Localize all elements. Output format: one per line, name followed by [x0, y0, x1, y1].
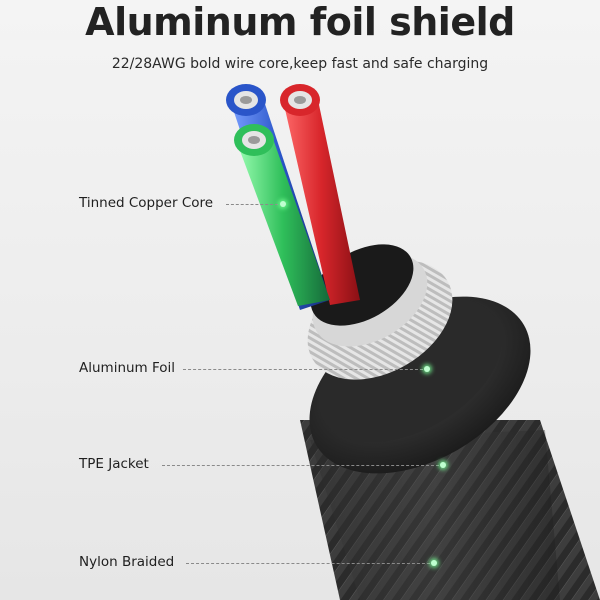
callout-label-tinned-copper-core: Tinned Copper Core	[79, 195, 214, 211]
callout-indicator-dot	[280, 201, 286, 207]
callout-leader-line	[183, 369, 423, 370]
callout-label-tpe-jacket: TPE Jacket	[79, 456, 149, 472]
callout-indicator-dot	[431, 560, 437, 566]
callout-label-aluminum-foil: Aluminum Foil	[79, 360, 176, 376]
callout-leader-line	[186, 563, 430, 564]
callout-indicator-dot	[440, 462, 446, 468]
page-subtitle: 22/28AWG bold wire core,keep fast and sa…	[111, 56, 489, 72]
callout-label-nylon-braided: Nylon Braided	[79, 554, 175, 570]
callout-leader-line	[226, 204, 278, 205]
page-title: Aluminum foil shield	[85, 0, 515, 44]
callout-indicator-dot	[424, 366, 430, 372]
callout-leader-line	[162, 465, 439, 466]
